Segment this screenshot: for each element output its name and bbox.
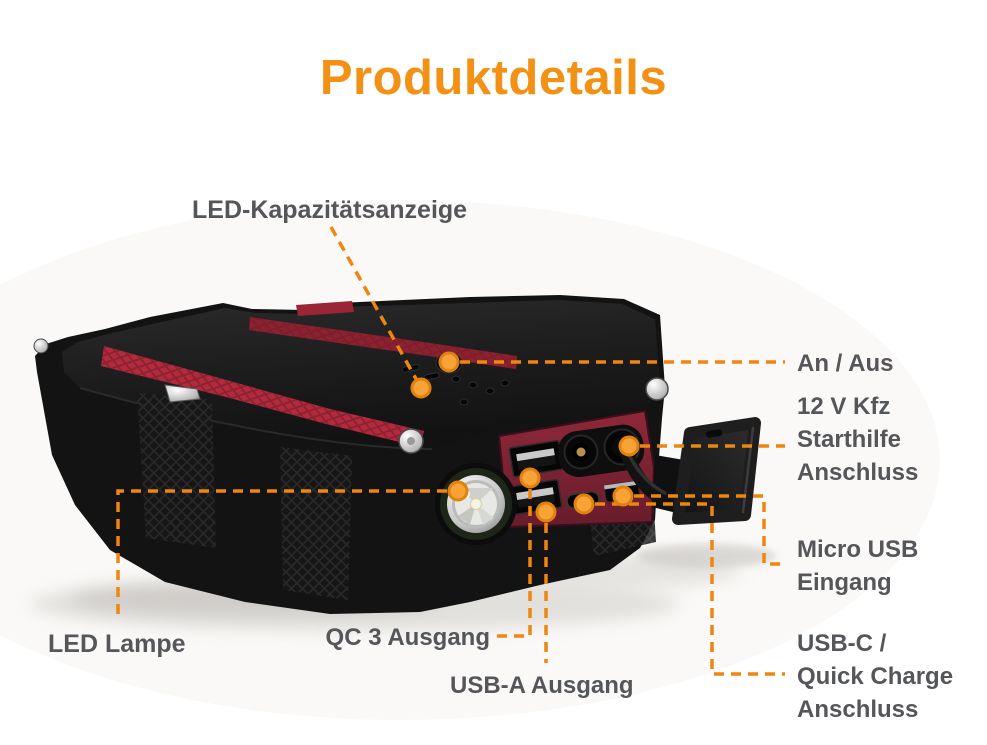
callout-label-led-lamp: LED Lampe: [48, 630, 186, 658]
marker-dot-usb-c: [573, 493, 595, 515]
marker-dot-usb-a: [535, 501, 557, 523]
led-flashlight: [435, 463, 517, 545]
led-capacity-holes: [401, 364, 510, 406]
marker-dots: [410, 351, 640, 523]
callout-label-micro-usb: Micro USB Eingang: [797, 536, 919, 596]
leader-lines: [116, 226, 785, 676]
callout-label-usb-c: USB-C / Quick Charge Anschluss: [797, 630, 954, 723]
screw: [645, 377, 669, 401]
marker-dot-micro-usb: [612, 485, 634, 507]
leader-line-led-lamp: [116, 489, 447, 619]
callout-label-usb-a: USB-A Ausgang: [450, 672, 634, 699]
callout-label-qc3: QC 3 Ausgang: [325, 624, 490, 651]
metal-clip: [164, 384, 201, 403]
screw: [33, 338, 49, 354]
marker-dot-jumpstart: [618, 435, 640, 457]
callout-label-power: An / Aus: [797, 350, 894, 377]
callout-label-capacity: LED-Kapazitätsanzeige: [192, 196, 468, 224]
leader-line-usb-c: [595, 502, 785, 676]
screw: [407, 437, 415, 445]
12v-jack-left: [563, 434, 599, 470]
leader-line-capacity: [329, 226, 422, 387]
top-face-front-edge: [79, 387, 433, 450]
marker-dot-qc3: [519, 467, 541, 489]
page-title: Produktdetails: [319, 51, 668, 105]
marker-dot-power: [438, 351, 460, 373]
callout-label-jumpstart: 12 V Kfz Starthilfe Anschluss: [797, 393, 919, 486]
leader-line-micro-usb: [634, 494, 785, 566]
marker-dot-led-lamp: [447, 480, 469, 502]
marker-dot-capacity: [410, 377, 432, 399]
leader-line-qc3: [493, 489, 532, 638]
